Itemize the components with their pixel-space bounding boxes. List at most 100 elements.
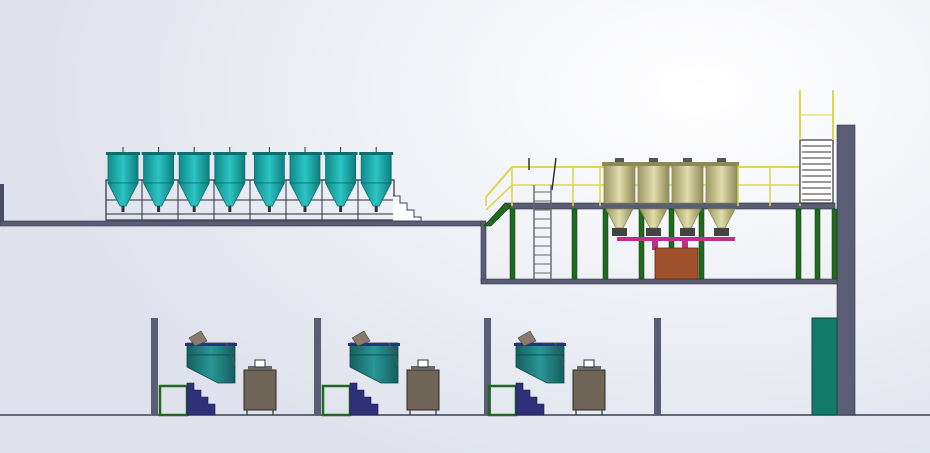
mixing-tank-lid bbox=[323, 152, 358, 155]
mixing-tank bbox=[252, 147, 287, 212]
mixing-tank bbox=[141, 147, 176, 212]
storage-hopper-lid bbox=[636, 162, 671, 166]
platform-leg bbox=[698, 208, 705, 280]
storage-hopper-valve bbox=[680, 228, 695, 236]
mixing-tank-outlet bbox=[157, 206, 161, 212]
mixing-tank-outlet bbox=[121, 206, 125, 212]
mixer-vessel-rim bbox=[514, 343, 566, 346]
storage-hopper-hatch bbox=[615, 158, 624, 162]
mixer-feed-chute bbox=[517, 330, 537, 347]
storage-hopper-body bbox=[637, 164, 670, 204]
mixing-tank-cone bbox=[289, 182, 321, 207]
mixing-tank-cone bbox=[324, 182, 357, 207]
mixing-tank-cone bbox=[142, 182, 175, 207]
roof-ladder-cage bbox=[799, 139, 834, 204]
mixing-tank-outlet bbox=[228, 206, 232, 212]
rack-access-steps bbox=[393, 195, 422, 222]
manifold-drop bbox=[682, 241, 688, 250]
lower-column-3 bbox=[484, 318, 491, 415]
control-cabinet-top bbox=[411, 366, 435, 370]
upper-left-floor-slab bbox=[0, 220, 483, 227]
mixing-tank-cone bbox=[214, 182, 246, 207]
access-ladder bbox=[533, 185, 552, 279]
platform-leg bbox=[638, 208, 645, 280]
station-stairs bbox=[515, 382, 545, 416]
lower-column-1 bbox=[151, 318, 158, 415]
storage-hopper-lid bbox=[602, 162, 637, 166]
mixing-tank-lid bbox=[177, 152, 212, 155]
storage-hopper bbox=[670, 158, 705, 236]
roof-ladder bbox=[799, 90, 834, 204]
mixing-tank-lid bbox=[106, 152, 140, 155]
mixing-tank-outlet bbox=[267, 206, 271, 212]
station-stand-frame bbox=[158, 384, 189, 417]
storage-hopper-body bbox=[603, 164, 636, 204]
station-stand-frame bbox=[487, 384, 518, 417]
step-wall bbox=[480, 220, 487, 284]
mixing-tank-body bbox=[289, 152, 321, 184]
mixer-feed-chute bbox=[188, 330, 208, 347]
mixing-tank-outlet bbox=[303, 206, 307, 212]
rail-marker bbox=[551, 157, 557, 191]
storage-hopper-lid bbox=[670, 162, 705, 166]
platform-deck bbox=[504, 202, 836, 210]
mixing-tank-cone bbox=[107, 182, 139, 207]
mixer-feed-chute bbox=[351, 330, 371, 347]
mixing-tank-lid bbox=[141, 152, 176, 155]
mixing-tank-body bbox=[360, 152, 392, 184]
lower-column-2 bbox=[314, 318, 321, 415]
mezzanine-platform bbox=[483, 90, 838, 280]
storage-hopper bbox=[602, 158, 637, 236]
mixing-tank-body bbox=[253, 152, 285, 184]
platform-leg bbox=[795, 208, 802, 280]
packing-station bbox=[321, 330, 440, 417]
mezzanine-floor-slab bbox=[480, 278, 840, 285]
control-cabinet-top bbox=[248, 366, 272, 370]
mixing-tank bbox=[177, 147, 212, 212]
platform-leg bbox=[831, 208, 838, 280]
right-wall bbox=[836, 124, 856, 416]
platform-leg bbox=[814, 208, 821, 280]
platform-leg bbox=[602, 208, 609, 280]
packing-station bbox=[158, 330, 277, 417]
mixing-tank-outlet bbox=[339, 206, 343, 212]
control-cabinet-panel bbox=[417, 359, 429, 368]
mixing-tank-body bbox=[178, 152, 210, 184]
mixing-tank bbox=[106, 147, 140, 212]
mixer-drive-arm bbox=[554, 342, 565, 366]
mixer-vessel-rim bbox=[348, 343, 400, 346]
control-cabinet-top bbox=[577, 366, 601, 370]
station-stand-frame bbox=[321, 384, 352, 417]
mixing-tank-body bbox=[214, 152, 246, 184]
control-cabinet bbox=[243, 369, 277, 411]
discharge-manifold bbox=[617, 237, 735, 241]
storage-hopper bbox=[636, 158, 671, 236]
storage-hopper-valve bbox=[714, 228, 729, 236]
rack-steps-outline bbox=[393, 195, 422, 222]
storage-hopper-hatch bbox=[717, 158, 726, 162]
storage-hopper-valve bbox=[646, 228, 661, 236]
mixing-tank-body bbox=[107, 152, 139, 184]
mixer-drive-arm bbox=[388, 342, 399, 366]
mixing-tank-lid bbox=[252, 152, 287, 155]
storage-hopper-cone bbox=[605, 208, 634, 229]
mixing-tank-body bbox=[325, 152, 357, 184]
upper-left-tank-rack bbox=[105, 147, 395, 221]
storage-hopper-body bbox=[671, 164, 704, 204]
mixing-tank bbox=[212, 147, 247, 212]
platform-ramp bbox=[483, 202, 512, 227]
manifold-drop bbox=[652, 241, 658, 250]
platform-leg bbox=[571, 208, 578, 280]
control-cabinet bbox=[572, 369, 606, 411]
mixing-tank-lid bbox=[359, 152, 394, 155]
station-stairs bbox=[186, 382, 216, 416]
control-cabinet-panel bbox=[583, 359, 595, 368]
mixer-drive-arm bbox=[225, 342, 236, 366]
mixing-tank-body bbox=[143, 152, 175, 184]
mixing-tank bbox=[288, 147, 322, 212]
mixer-vessel-body bbox=[515, 354, 565, 384]
packing-station bbox=[487, 330, 606, 417]
mixing-tank bbox=[323, 147, 358, 212]
mixer-vessel-body bbox=[349, 354, 399, 384]
